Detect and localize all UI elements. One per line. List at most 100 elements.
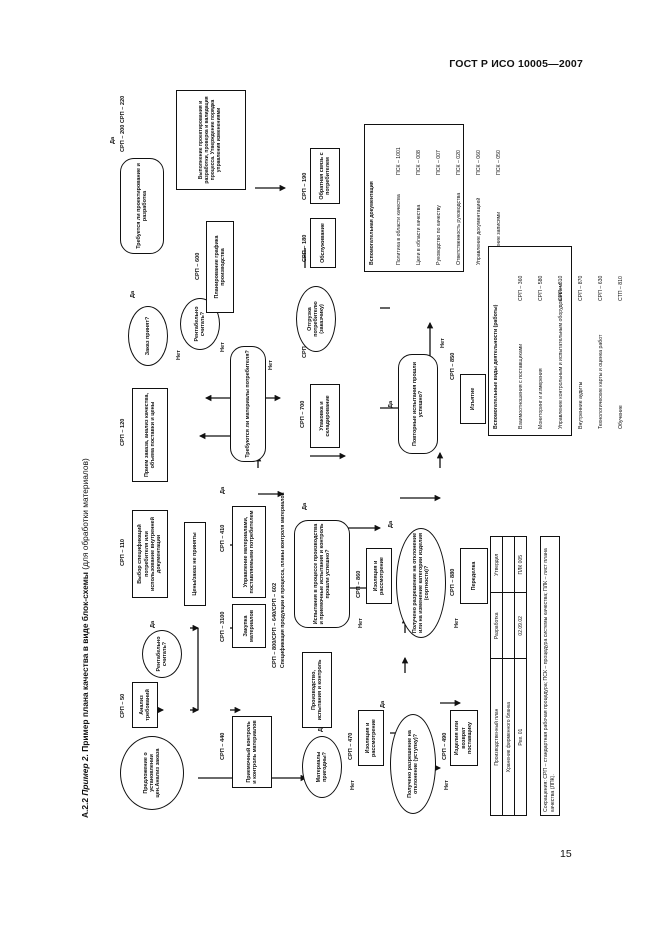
activities-left-item: Обучение: [618, 405, 625, 429]
table-cell-empty: [502, 536, 515, 593]
label-no-3: Нет: [268, 360, 274, 370]
node-ship: Отгрузка потребителю (заказчику): [296, 286, 336, 352]
activities-left-item: Взаимоотношения с поставщиками: [518, 343, 525, 429]
label-no-2: Нет: [220, 342, 226, 352]
table-head-approved: Утвердил: [490, 536, 503, 593]
label-no-6: Нет: [358, 618, 364, 628]
node-prices: Прием заказа, анализ качества, объема по…: [132, 388, 168, 482]
table-head-plan: Производственный план: [490, 658, 503, 816]
node-scrap: Изъятие: [460, 374, 486, 424]
table-head-dev: Разработка: [490, 592, 503, 659]
label-no-1: Нет: [176, 350, 182, 360]
activities-right-item: СРП – 630: [598, 275, 605, 301]
node-production: Производство, испытания и контроль: [302, 652, 332, 728]
node-incoming: Приемочный контроль и контроль материало…: [232, 716, 272, 788]
label-crp-860: СРП – 860: [356, 570, 362, 598]
node-rework: Переделка: [460, 548, 488, 604]
node-dev: Выполнение проектирова­ния и разработки,…: [176, 90, 246, 190]
node-analysis: Анализ требований: [132, 682, 158, 728]
docs-right-item: ПСК – 008: [416, 150, 423, 175]
activities-left-item: Мониторинг и измерения: [538, 368, 545, 429]
approval-table: Производственный план Разработка Утверди…: [490, 536, 527, 816]
docs-right-item: ПСК – 1001: [396, 147, 403, 175]
node-dev-question: Требуется ли проектирование и разработка: [120, 158, 164, 254]
node-cheaper: Рентабельно считать?: [142, 630, 182, 678]
label-crp-spec: СРП – 800/СРП – 640/СРП – 602: [272, 582, 278, 668]
label-crp-120: СРП – 120: [120, 418, 126, 446]
node-permit-1: Получено разрешение на отклонение (уступ…: [390, 714, 436, 814]
table-cell-empty: [502, 592, 515, 659]
docs-left-item: Руководство по качеству: [436, 205, 443, 265]
label-yes-2: Да: [130, 290, 136, 298]
label-crp-200: СРП – 200 СРП – 220: [120, 95, 126, 152]
label-crp-110: СРП – 110: [120, 538, 126, 566]
docs-title: Вспомогательная документация: [369, 181, 375, 265]
node-purchase: Закупка материалов: [232, 604, 266, 648]
activities-right: СРП – 360 СРП – 580 СРП – 810 СРП – 870 …: [505, 276, 638, 301]
rotated-flowchart: A.2.2 Пример 2. Пример плана качества в …: [80, 88, 624, 828]
docs-box: Вспомогательная документация Политика в …: [364, 124, 502, 272]
table-cell-rev: Рев. 01: [514, 658, 527, 816]
node-permit-2: Получено разрешение на отклонение или на…: [396, 528, 446, 638]
spec-note: Спецификация продукции и процесса, планы…: [280, 492, 286, 668]
node-feedback: Обратная связь с потребителем: [310, 148, 340, 204]
node-isolate-1: Изоляция и рассмотрение: [358, 710, 384, 766]
label-crp-440: СРП – 440: [220, 732, 226, 760]
table-cell-storage: Хранение фирменного бланка: [502, 658, 515, 816]
node-plan: Планирование графика производства: [206, 221, 234, 313]
label-crp-490: СРП – 490: [442, 732, 448, 760]
docs-right: ПСК – 1001 ПСК – 008 ПСК – 007 ПСК – 020…: [383, 147, 516, 175]
node-start: Предложение о установлении цен.Анализ за…: [120, 736, 184, 810]
label-crp-700: СРП – 700: [300, 400, 306, 428]
activities-left-item: Внутренние аудиты: [578, 381, 585, 429]
label-yes-4: Да: [220, 486, 226, 494]
label-crp-50: СРП – 50: [120, 693, 126, 718]
label-no-8: Нет: [440, 338, 446, 348]
label-crp-880: СРП – 880: [450, 568, 456, 596]
label-yes-9: Да: [388, 400, 394, 408]
node-service: Обслуживание: [310, 218, 336, 268]
label-yes-3: Да: [110, 136, 116, 144]
docs-right-item: ПСК – 020: [456, 150, 463, 175]
activities-right-item: СРП – 810: [558, 275, 565, 301]
activities-right-item: СРП – 870: [578, 275, 585, 301]
node-pack: Упаковка и складирование: [310, 384, 340, 448]
docs-right-item: ПСК – 007: [436, 150, 443, 175]
activities-box: Вспомогательные виды деятельности (работ…: [488, 246, 624, 436]
label-crp-180: СРП – 180: [302, 234, 308, 262]
node-retest: Повторные испытания прошли успешно?: [398, 354, 438, 454]
label-yes-7: Да: [302, 502, 308, 510]
document-header: ГОСТ Р ИСО 10005—2007: [449, 58, 583, 70]
node-test-ok: Испытания в процессе производства и прие…: [294, 520, 350, 628]
docs-left-item: Управление документацией: [476, 197, 483, 265]
abbreviations-note: Сокращения: СРП – стандартная рабочая пр…: [540, 536, 561, 816]
docs-right-item: ПСК – 050: [496, 150, 503, 175]
node-materials-question: Требуются ли материалы потребителя?: [230, 346, 266, 462]
activities-right-item: СРП – 360: [518, 275, 525, 301]
activities-left-item: Управление контрольным и испытательным о…: [558, 283, 565, 429]
label-crp-190: СРП – 190: [302, 172, 308, 200]
node-mgmt: Управление материалами, поставляемыми по…: [232, 506, 266, 598]
node-return: Изделия или возврат поставщику: [450, 710, 478, 766]
label-crp-470: СРП – 470: [348, 732, 354, 760]
label-crp-600: СРП – 600: [195, 252, 201, 280]
label-yes-1: Да: [150, 620, 156, 628]
label-no-4: Нет: [350, 780, 356, 790]
label-no-7: Нет: [454, 618, 460, 628]
docs-left-item: Ответственность руководства: [456, 192, 463, 265]
page-number: 15: [560, 848, 572, 860]
label-no-5: Нет: [444, 780, 450, 790]
activities-title: Вспомогательные виды деятельности (работ…: [493, 304, 499, 429]
activities-left-item: Технологические карты и оценка работ: [598, 334, 605, 429]
node-isolate-2: Изоляция и рассмотрение: [366, 548, 392, 604]
activities-left: Взаимоотношения с поставщиками Мониторин…: [505, 284, 638, 429]
docs-left-item: Цели в области качества: [416, 204, 423, 265]
label-crp-410: СРП – 410: [220, 524, 226, 552]
label-crp-850: СРП – 850: [450, 352, 456, 380]
node-cancel: Цены/заказ не приняты: [184, 522, 206, 606]
activities-right-item: СРП – 580: [538, 275, 545, 301]
table-cell-date: 02.09.02: [514, 592, 527, 659]
docs-right-item: ПСК – 060: [476, 150, 483, 175]
label-yes-8: Да: [388, 520, 394, 528]
node-mat-ok: Материалы пригодны?: [302, 736, 342, 798]
